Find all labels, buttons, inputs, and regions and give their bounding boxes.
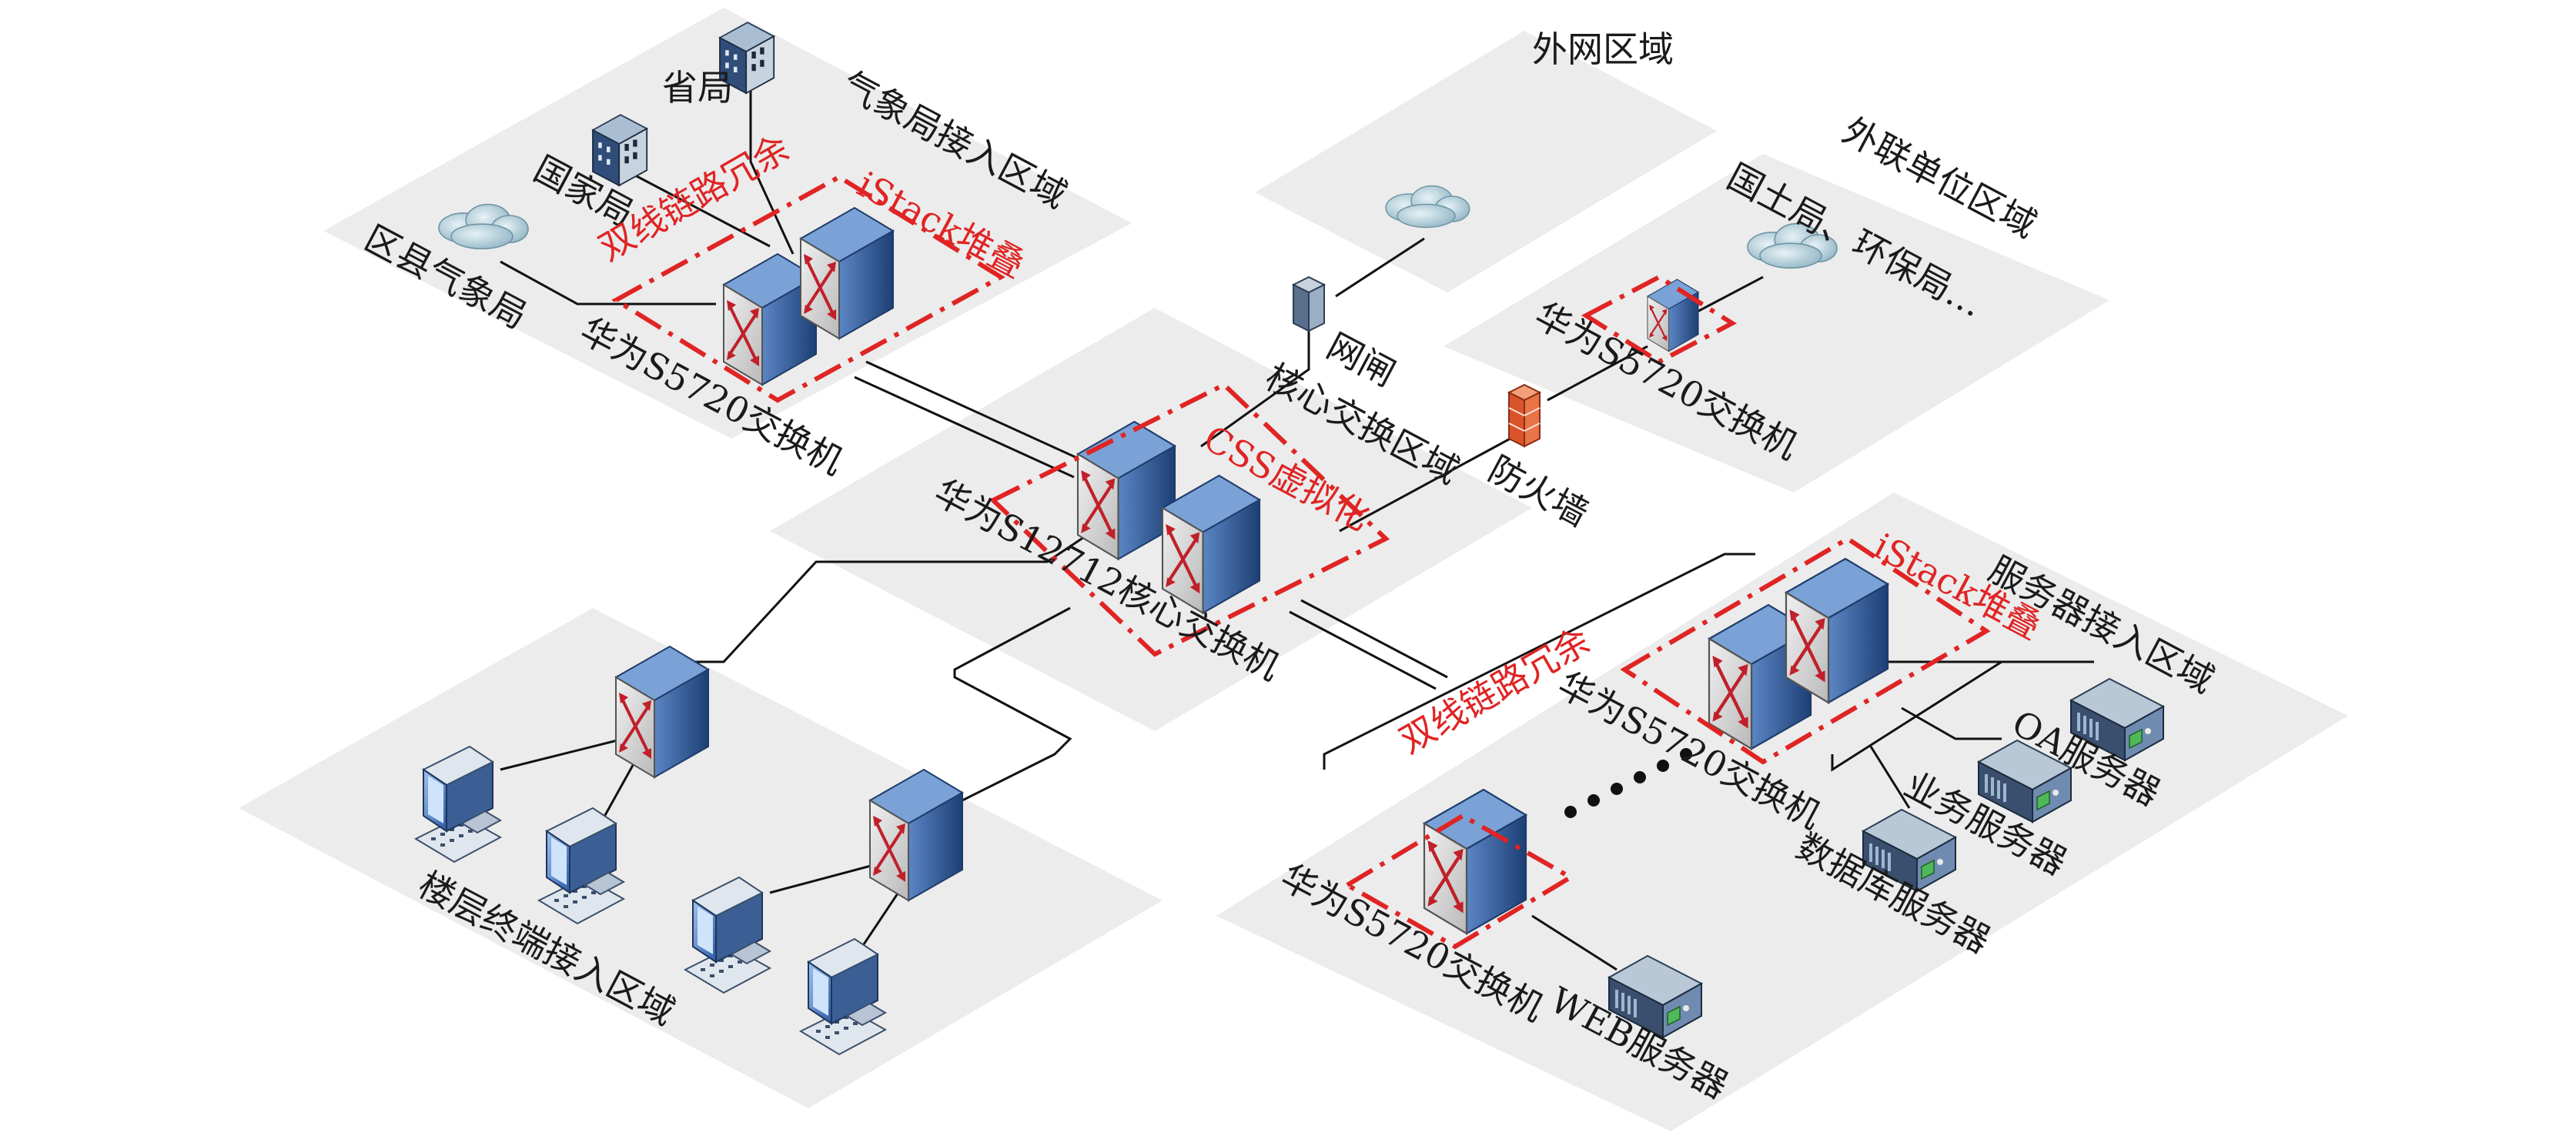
web-switch-box: [1343, 813, 1575, 950]
line-county: [500, 260, 716, 306]
line-core-floor-left: [677, 529, 1094, 663]
zone-server-plane: [1216, 493, 2348, 1131]
firewall-icon: [1507, 383, 1542, 448]
line-weather-core-b: [854, 376, 1075, 479]
line-floor-sw2-pc3: [769, 860, 886, 894]
connection-lines: [500, 69, 2094, 971]
line-core-floor-right: [946, 606, 1072, 810]
line-gatekeeper-cloud: [1335, 237, 1425, 298]
line-floor-sw1-pc1: [500, 737, 624, 771]
label-province-bureau: 省局: [662, 67, 733, 109]
line-province: [749, 69, 795, 255]
line-floor-sw1-pc2: [599, 753, 641, 824]
line-national: [623, 168, 771, 248]
line-web-switch-server: [1531, 914, 1618, 971]
line-core-web: [1323, 553, 1755, 770]
istack-top-box: [611, 174, 1005, 403]
annotation-boxes: [611, 174, 1991, 950]
zone-title-external: 外网区域: [1532, 28, 1674, 70]
istack-server-box: [1620, 536, 1991, 765]
line-weather-core-a: [865, 360, 1086, 463]
line-firewall-partner: [1547, 345, 1648, 402]
line-partner-cloud: [1689, 276, 1764, 317]
line-core-firewall: [1339, 429, 1525, 533]
line-server-db2: [1869, 746, 1911, 809]
line-server-db: [1831, 660, 2094, 772]
line-core-server-b: [1289, 610, 1437, 690]
line-server-business: [1901, 706, 2002, 740]
gatekeeper-icon: [1291, 276, 1326, 332]
national-bureau-icon: [592, 114, 648, 186]
line-core-server-a: [1300, 599, 1448, 679]
switch-ellipsis-dots: [1564, 748, 1692, 818]
zone-external-plane: [1255, 31, 1717, 292]
css-box: [989, 382, 1390, 657]
zone-partner-plane: [1444, 154, 2109, 493]
zone-floor-plane: [239, 608, 1163, 1108]
partner-switch-box: [1581, 274, 1737, 365]
